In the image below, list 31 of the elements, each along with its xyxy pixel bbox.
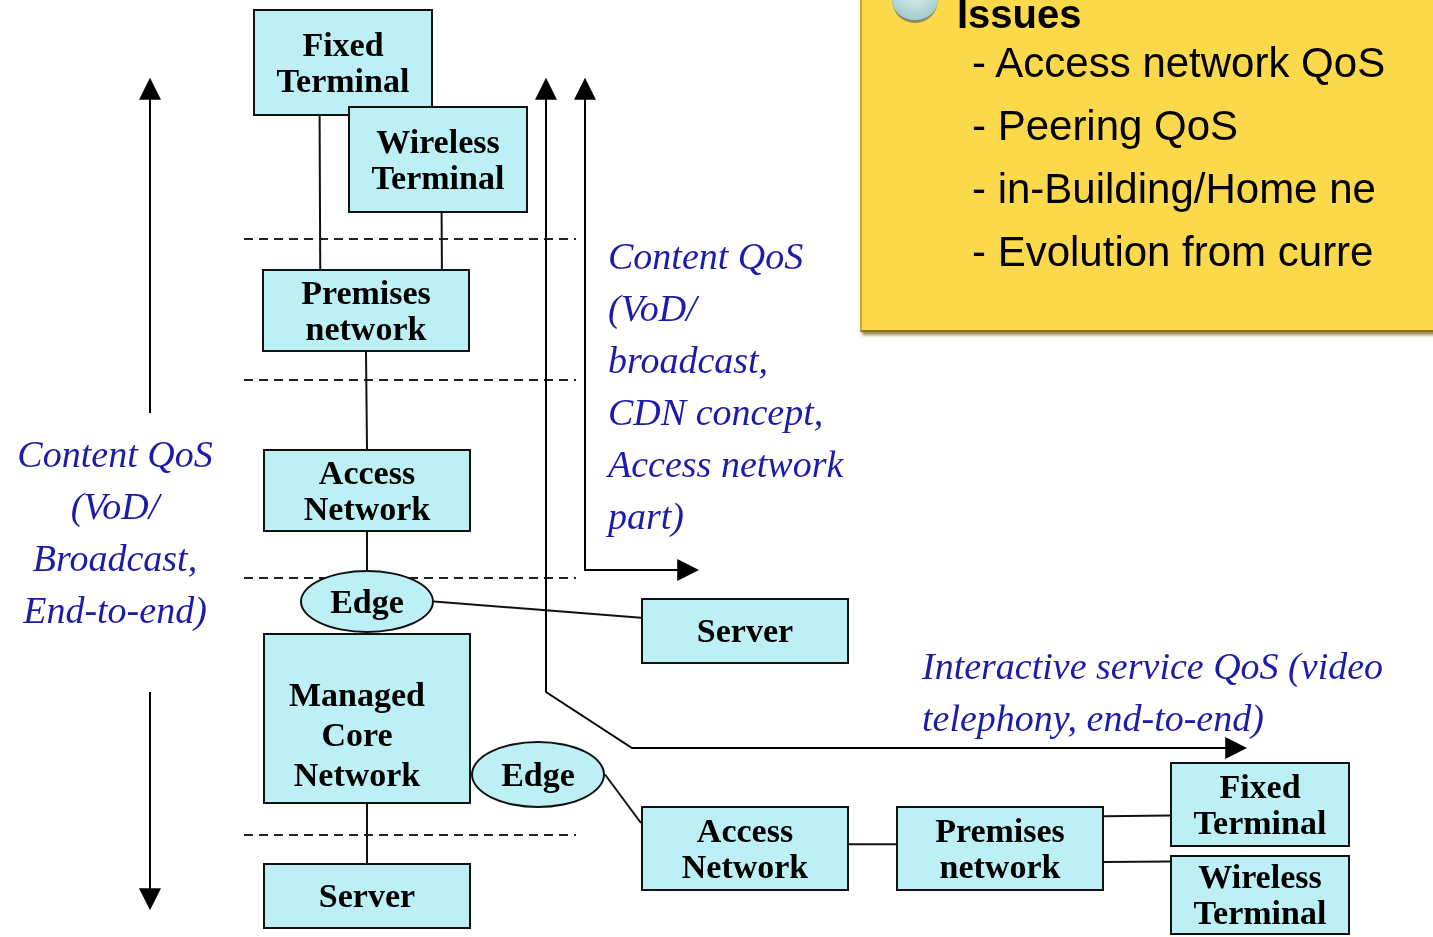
terminal-box: Fixed Terminal <box>1170 762 1350 847</box>
connector-line <box>366 803 368 864</box>
annotation-text: Content QoS (VoD/ Broadcast, End-to-end) <box>16 432 214 633</box>
annotation-text: Content QoS (VoD/ broadcast, CDN concept, Access network part) <box>608 234 845 539</box>
connector-line <box>604 773 642 824</box>
terminal-box: Wireless Terminal <box>348 106 528 213</box>
server-box: Server <box>263 863 471 929</box>
network-box: Access Network <box>263 449 471 532</box>
terminal-box: Fixed Terminal <box>253 9 433 116</box>
network-box: Premises network <box>896 806 1104 891</box>
connector-line <box>848 843 897 846</box>
connector-line <box>1103 860 1171 864</box>
connector-line <box>365 351 368 450</box>
network-box: Access Network <box>641 806 849 891</box>
bullet-text: - in-Building/Home ne <box>972 164 1376 214</box>
edge-ellipse: Edge <box>300 570 434 633</box>
server-box: Server <box>641 598 849 664</box>
connector-line <box>433 600 642 619</box>
panel-heading: Issues <box>957 0 1082 36</box>
connector-line <box>440 212 443 270</box>
core-network-box: Managed Core Network <box>263 633 471 804</box>
bullet-text: - Access network QoS <box>972 38 1386 88</box>
network-box: Premises network <box>262 269 470 352</box>
connector-line <box>1103 814 1171 818</box>
connector-line <box>318 115 322 270</box>
bullet-text: - Peering QoS <box>972 101 1239 151</box>
annotation-text: Interactive service QoS (video telephony, end-to-end) <box>922 644 1385 741</box>
edge-ellipse: Edge <box>471 741 605 808</box>
connector-line <box>366 531 368 571</box>
bullet-text: - Evolution from curre <box>972 227 1374 277</box>
terminal-box: Wireless Terminal <box>1170 855 1350 935</box>
